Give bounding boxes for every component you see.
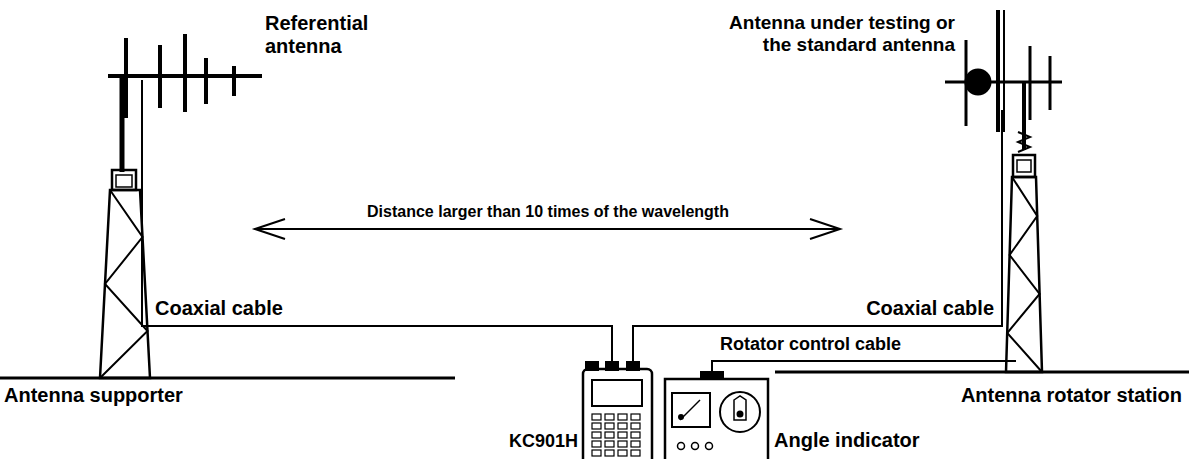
keypad-key [618, 450, 627, 456]
label-text: Distance larger than 10 times of the wav… [367, 203, 729, 221]
label-text: Angle indicator [774, 429, 920, 452]
keypad-key [605, 441, 614, 447]
keypad-key [592, 441, 601, 447]
keypad-key [631, 414, 640, 420]
keypad-key [592, 423, 601, 429]
angle-indicator-box [665, 372, 768, 459]
distance-arrow [255, 219, 840, 239]
ground-line [0, 377, 455, 380]
keypad-key [631, 432, 640, 438]
keypad-key [618, 414, 627, 420]
keypad-key [592, 450, 601, 456]
lattice-brace [1007, 177, 1042, 372]
label-text: Antenna supporter [4, 384, 183, 407]
rotator-control-cable [712, 361, 1016, 373]
keypad-key [605, 414, 614, 420]
kc901h-analyzer [583, 362, 652, 459]
ground-line [775, 371, 1189, 374]
label-text: Referential antenna [265, 12, 415, 58]
coaxial-cable [633, 110, 1002, 364]
lattice-brace [100, 190, 148, 378]
keypad-key [605, 423, 614, 429]
antenna-rotator-tower [1006, 155, 1042, 372]
keypad-key [592, 432, 601, 438]
label-text: Coaxial cable [155, 297, 283, 320]
label-text: Antenna rotator station [961, 384, 1182, 407]
keypad-key [618, 441, 627, 447]
keypad-key [631, 441, 640, 447]
keypad-key [618, 423, 627, 429]
label-text: Rotator control cable [720, 334, 901, 355]
keypad-key [631, 423, 640, 429]
label-text: Antenna under testing or the standard an… [713, 12, 955, 56]
label-text: Coaxial cable [866, 297, 994, 320]
referential-antenna [108, 34, 262, 172]
label-text: KC901H [509, 431, 578, 452]
keypad-key [605, 450, 614, 456]
keypad-key [605, 432, 614, 438]
keypad-key [631, 450, 640, 456]
keypad-key [618, 432, 627, 438]
coaxial-cable [142, 80, 612, 364]
keypad-key [592, 414, 601, 420]
antenna-under-test [945, 10, 1062, 152]
